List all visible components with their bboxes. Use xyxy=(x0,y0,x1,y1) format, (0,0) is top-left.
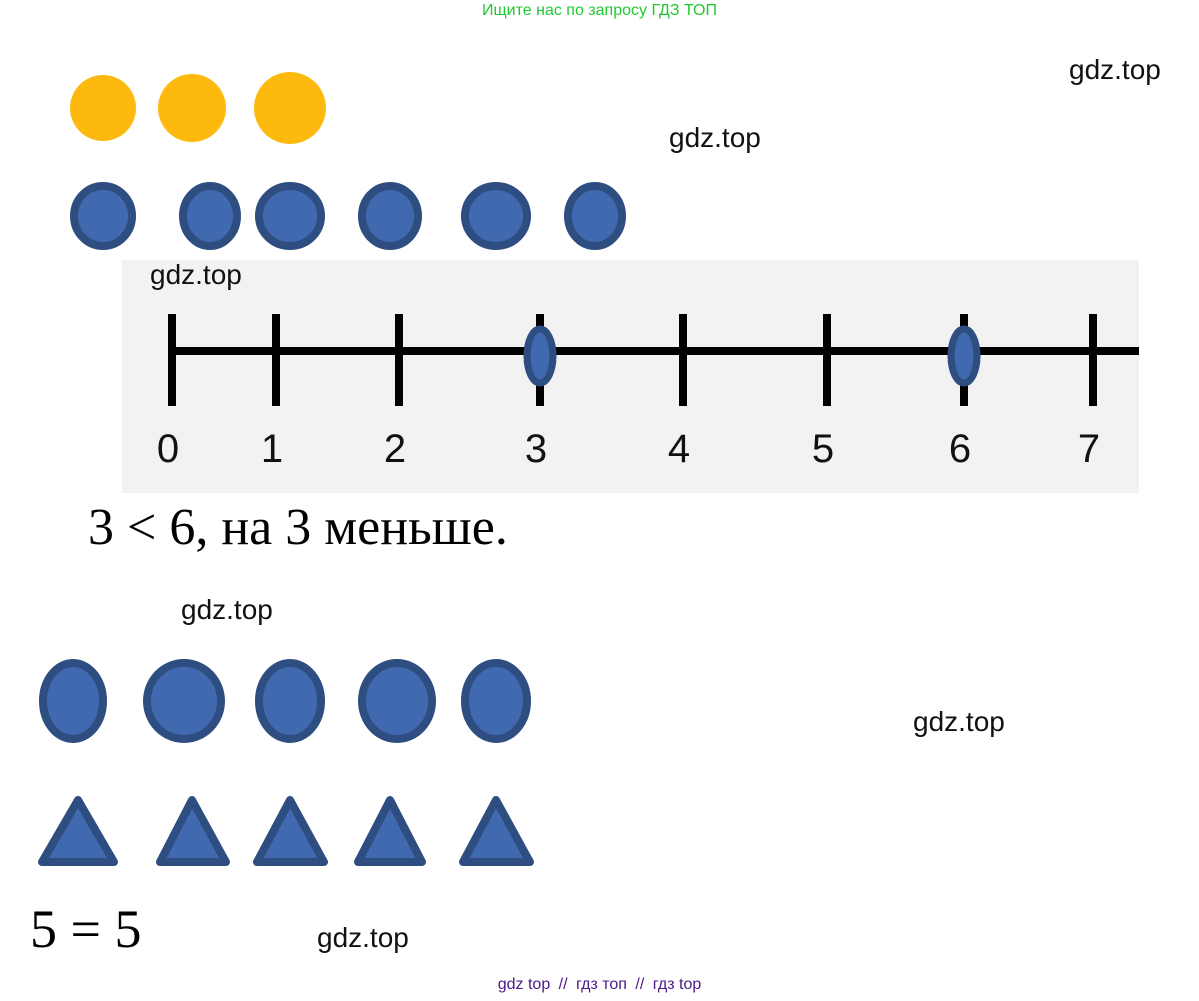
number-line-marker xyxy=(523,325,557,387)
yellow-circle xyxy=(70,75,136,141)
blue-triangle xyxy=(354,796,426,866)
number-line-marker xyxy=(947,325,981,387)
footer-link[interactable]: гдз top xyxy=(652,976,702,993)
footer-link[interactable]: gdz top xyxy=(497,976,551,993)
footer-separator: // xyxy=(635,976,645,993)
blue-oval xyxy=(358,659,436,743)
yellow-circle xyxy=(254,72,326,144)
footer-links: gdz top // гдз топ // гдз top xyxy=(0,976,1199,994)
watermark: gdz.top xyxy=(150,259,242,290)
number-line-label: 6 xyxy=(949,427,971,471)
number-line-label: 5 xyxy=(812,427,834,471)
blue-oval xyxy=(39,659,107,743)
top-banner[interactable]: Ищите нас по запросу ГДЗ ТОП xyxy=(482,2,717,19)
watermark: gdz.top xyxy=(913,706,1005,737)
blue-triangle xyxy=(253,796,328,866)
equality-equation: 5 = 5 xyxy=(30,899,142,959)
blue-circle xyxy=(358,182,422,250)
comparison-equation: 3 < 6, на 3 меньше. xyxy=(88,499,508,556)
watermark: gdz.top xyxy=(1069,54,1161,85)
blue-oval xyxy=(143,659,225,743)
blue-oval xyxy=(461,659,531,743)
blue-triangle xyxy=(459,796,534,866)
blue-oval xyxy=(255,659,325,743)
blue-triangle xyxy=(156,796,230,866)
number-line-label: 0 xyxy=(157,427,179,471)
blue-circle xyxy=(461,182,531,250)
footer-link[interactable]: гдз топ xyxy=(576,976,627,993)
number-line-label: 2 xyxy=(384,427,406,471)
blue-circle xyxy=(564,182,626,250)
watermark: gdz.top xyxy=(669,122,761,153)
watermark: gdz.top xyxy=(317,922,409,953)
number-line-label: 3 xyxy=(525,427,547,471)
blue-circle xyxy=(179,182,241,250)
number-line-label: 4 xyxy=(668,427,690,471)
blue-circle xyxy=(255,182,325,250)
number-line-label: 7 xyxy=(1078,427,1100,471)
number-line-label: 1 xyxy=(261,427,283,471)
blue-triangle xyxy=(38,796,118,866)
yellow-circle xyxy=(158,74,226,142)
footer-separator: // xyxy=(558,976,568,993)
blue-circle xyxy=(70,182,136,250)
watermark: gdz.top xyxy=(181,594,273,625)
